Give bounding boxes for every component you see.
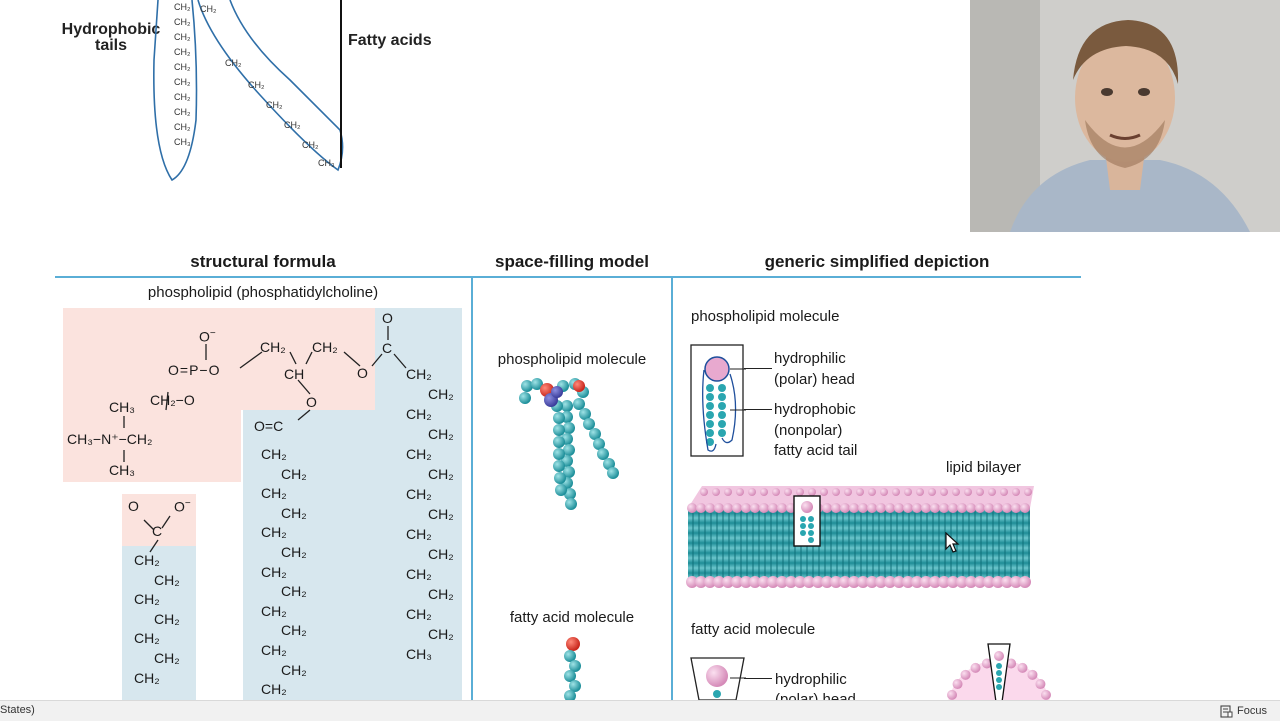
tail-chain-diagonal-5: CH₂ [302,140,319,150]
tail-chain-diagonal-3: CH₂ [266,100,283,110]
hydrophobic-region-blue-mid [243,410,375,700]
glycerol-ch2-b: CH₂ [312,339,338,355]
carboxyl-oxygen-1: O [128,498,139,514]
pointer-line-fa-head [744,678,772,679]
fatty-acids-label: Fatty acids [348,32,432,49]
glycerol-ch: CH [284,366,305,382]
fatty-acid-chain-left: CH₂ CH₂ CH₂ CH₂ CH₂ CH₂ CH₂ [134,552,180,686]
focus-icon [1220,704,1233,718]
space-fatty-acid-label: fatty acid molecule [509,609,635,626]
header-divider [55,276,1081,278]
carbonyl-oxygen: O [382,310,393,326]
column-divider-2 [671,278,673,700]
focus-button[interactable]: Focus [1220,703,1267,719]
column-header-structural: structural formula [190,252,336,271]
micelle-illustration [947,643,1051,700]
fatty-acid-generic-icon [690,657,746,700]
presenter-silhouette [970,0,1280,232]
space-phospholipid-label: phospholipid molecule [497,351,647,368]
generic-phospholipid-label: phospholipid molecule [691,308,840,325]
hydrophilic-region-pink-lower [63,408,241,482]
ester-oc: O=C [254,418,284,434]
ester-oxygen-2: O [306,394,317,410]
fatty-acid-head-pink [122,494,196,546]
structural-bonds [123,326,407,553]
fatty-acid-chain-middle: CH₂ CH₂ CH₂ CH₂ CH₂ CH₂ CH₂ CH₂ CH₂ CH₂ … [261,446,307,698]
carboxyl-oxygen-2: O− [174,498,191,515]
phospholipid-generic-icon [690,344,746,457]
mouse-cursor [945,532,960,553]
column-header-space-filling: space-filling model [495,252,649,271]
focus-label: Focus [1237,705,1267,717]
pointer-line-head [744,368,772,369]
status-left-text: States) [0,704,35,716]
phosphate-group: O=P−O [168,362,221,378]
fatty-acid-chain-right: CH₂ CH₂ CH₂ CH₂ CH₂ CH₂ CH₂ CH₂ CH₂ CH₂ … [406,366,454,662]
choline-group: CH₃−N⁺−CH₂ [67,431,153,447]
tail-chain-diagonal-2: CH₂ [248,80,265,90]
space-filling-fatty-acid [564,637,581,700]
phosphate-oxygen: O− [199,328,216,345]
ch2-o: CH₂−O [150,392,195,408]
fatty-acid-tails-drawing [153,0,344,182]
hydrophilic-region-pink [63,308,375,410]
space-filling-phospholipid [519,378,619,510]
pointer-line-tail [744,409,772,410]
hydrophobic-tails-label: Hydrophobic tails [61,21,161,54]
carbonyl-carbon: C [382,340,393,356]
fatty-acid-tail-blue [122,546,196,700]
lipid-bilayer-illustration [686,486,1034,588]
column-header-generic: generic simplified depiction [764,252,990,271]
hydrophilic-head-label: hydrophilic (polar) head [774,350,855,388]
status-bar: States) Focus [0,700,1280,721]
glycerol-ch2-a: CH₂ [260,339,286,355]
structural-title: phospholipid (phosphatidylcholine) [147,284,379,301]
tail-chain-diagonal-6: CH₃ [318,158,335,168]
hydrophobic-tail-label: hydrophobic (nonpolar) fatty acid tail [774,401,858,459]
ester-oxygen-1: O [357,365,368,381]
carboxyl-carbon: C [152,523,163,539]
hydrophobic-region-blue-right [375,308,462,700]
tail-chain-right: CH₂ [200,4,217,14]
tail-chain-diagonal-1: CH₂ [225,58,242,68]
webcam-feed [970,0,1280,232]
lipid-bilayer-label: lipid bilayer [946,459,1022,476]
choline-ch3-top: CH₃ [109,399,135,415]
generic-fatty-acid-label: fatty acid molecule [691,621,816,638]
column-divider-1 [471,278,473,700]
fa-hydrophilic-label: hydrophilic (polar) head [775,671,856,700]
tail-chain-diagonal-4: CH₂ [284,120,301,130]
choline-ch3-bottom: CH₃ [109,462,135,478]
